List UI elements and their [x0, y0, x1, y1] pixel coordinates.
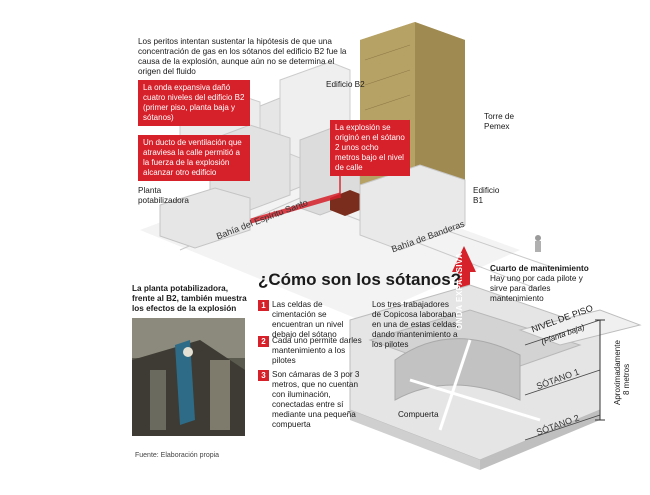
item-text: Las celdas de cimentación se encuentran …: [272, 300, 344, 339]
label-8-metros: 8 metros: [622, 363, 631, 395]
callout-ducto-ventilacion: Un ducto de ventilación que atraviesa la…: [138, 135, 250, 181]
label-compuerta: Compuerta: [398, 410, 439, 419]
item-text: Son cámaras de 3 por 3 metros, que no cu…: [272, 370, 360, 429]
item-number: 1: [258, 300, 269, 311]
source-note: Fuente: Elaboración propia: [135, 452, 220, 459]
explosion-photo: [132, 318, 245, 436]
intro-text: Los peritos intentan sustentar la hipóte…: [138, 37, 347, 76]
label-planta-potabilizadora: Planta potabilizadora: [138, 186, 189, 205]
floor-levels: [518, 309, 642, 441]
label-torre-pemex: Torre de Pemex: [484, 112, 515, 131]
cuarto-text: Hay uno por cada pilote y sirve para dar…: [490, 274, 583, 303]
list-item: 3 Son cámaras de 3 por 3 metros, que no …: [258, 370, 368, 430]
workers-note: Los tres trabajadores de Copicosa labora…: [372, 300, 459, 349]
callout-explosion-origen: La explosión se originó en el sótano 2 u…: [330, 120, 410, 176]
label-aproximadamente: Aproximadamente: [613, 340, 622, 405]
worker-figure: [535, 235, 541, 252]
section-title: ¿Cómo son los sótanos?: [258, 270, 462, 289]
callout-onda-expansiva: La onda expansiva dañó cuatro niveles de…: [138, 80, 250, 126]
item-number: 3: [258, 370, 269, 381]
photo-caption: La planta potabilizadora, frente al B2, …: [132, 284, 247, 313]
item-number: 2: [258, 336, 269, 347]
list-item: 2 Cada uno permite darles mantenimiento …: [258, 336, 368, 366]
label-edificio-b2: Edificio B2: [326, 80, 365, 89]
street-line: [319, 204, 541, 291]
cuarto-title: Cuarto de mantenimiento: [490, 264, 589, 273]
list-item: 1 Las celdas de cimentación se encuentra…: [258, 300, 368, 340]
edificio-b1-shape: [359, 164, 466, 251]
item-text: Cada uno permite darles mantenimiento a …: [272, 336, 362, 365]
label-edificio-b1: Edificio B1: [473, 186, 500, 205]
planta-potabilizadora-shape: [159, 187, 251, 249]
